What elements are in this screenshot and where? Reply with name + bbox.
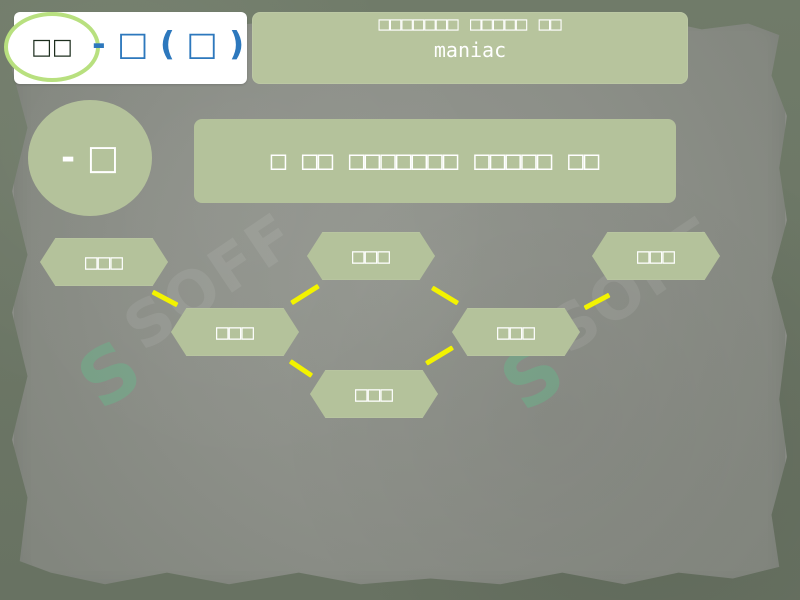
left-circle-label: - □ (60, 138, 120, 178)
page-title: - □ ( □ ) (92, 24, 245, 63)
node-box-2 (171, 308, 299, 356)
node-box-5 (452, 308, 580, 356)
main-box (194, 119, 676, 203)
title-oval-label: □□ (31, 34, 73, 60)
paper-panel (12, 17, 787, 585)
node-box-1 (40, 238, 168, 286)
node-label-4: □□□ (355, 382, 393, 406)
title-oval (4, 12, 100, 82)
node-label-5: □□□ (497, 320, 535, 344)
banner-line-2: maniac (433, 38, 507, 62)
node-box-3 (307, 232, 435, 280)
node-box-6 (592, 232, 720, 280)
node-label-6: □□□ (637, 244, 675, 268)
left-circle (28, 100, 152, 216)
banner-line-1: □□□□□□□ □□□□□ □□ (378, 13, 562, 35)
node-label-1: □□□ (85, 250, 123, 274)
main-box-label: □ □□ □□□□□□□ □□□□□ □□ (270, 146, 600, 176)
node-label-2: □□□ (216, 320, 254, 344)
node-box-4 (310, 370, 438, 418)
node-label-3: □□□ (352, 244, 390, 268)
top-banner (252, 12, 688, 84)
